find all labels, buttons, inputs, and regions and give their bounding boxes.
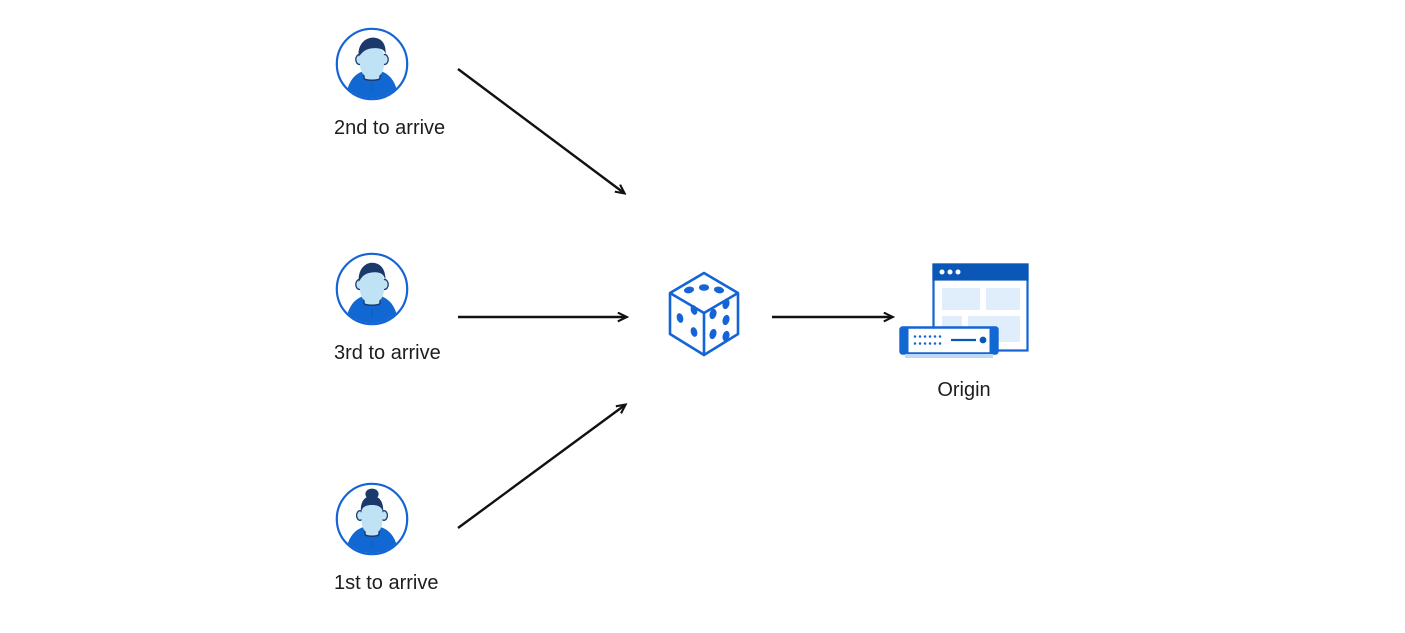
dice-icon (660, 266, 748, 362)
arrow-first-to-dice (457, 405, 625, 529)
arrow-second-to-dice (457, 68, 624, 193)
node-label-origin-server: Origin (937, 379, 991, 401)
server-box (899, 326, 999, 358)
user-avatar-icon (334, 481, 410, 557)
origin-server-icon (896, 258, 1032, 360)
node-label-visitor-second: 2nd to arrive (334, 117, 446, 139)
user-avatar-icon (334, 26, 410, 102)
node-label-visitor-first: 1st to arrive (334, 572, 439, 594)
user-avatar-icon (334, 251, 410, 327)
node-label-visitor-third: 3rd to arrive (334, 342, 441, 364)
